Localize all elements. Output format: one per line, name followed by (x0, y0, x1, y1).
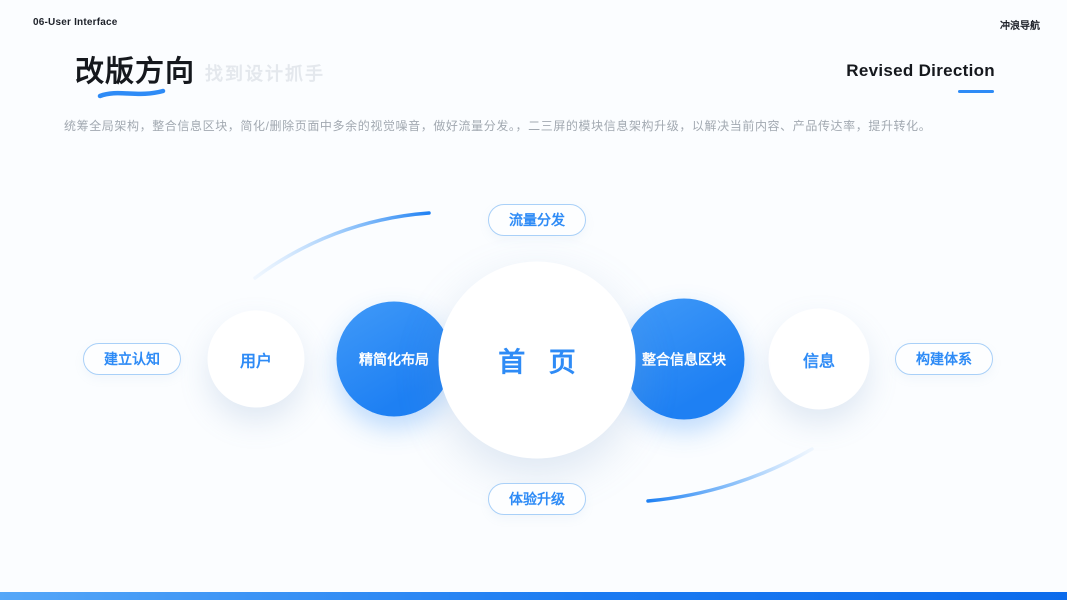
pill-traffic-distribution: 流量分发 (488, 204, 586, 236)
circle-homepage: 首 页 (438, 261, 636, 459)
slide-index-label: 06-User Interface (33, 17, 118, 28)
brand-label: 冲浪导航 (1000, 21, 1040, 32)
circle-integrate-info: 整合信息区块 (623, 298, 745, 420)
page-title-english: Revised Direction (846, 61, 995, 80)
bottom-accent-bar (0, 592, 1067, 600)
page-title-ghost: 找到设计抓手 (205, 64, 325, 84)
arrow-bottom-right (646, 447, 814, 503)
circle-simplify-layout: 精简化布局 (336, 301, 452, 417)
pill-build-system: 构建体系 (895, 343, 993, 375)
arrow-top-left (253, 211, 431, 280)
circle-user: 用户 (207, 310, 305, 408)
pill-build-awareness: 建立认知 (83, 343, 181, 375)
page-title: 改版方向 (75, 56, 196, 88)
title-english-underline (958, 90, 994, 93)
pill-experience-upgrade: 体验升级 (488, 483, 586, 515)
circle-information: 信息 (768, 308, 870, 410)
title-underline-squiggle (97, 88, 166, 99)
page-description: 统筹全局架构，整合信息区块，简化/删除页面中多余的视觉噪音，做好流量分发。，二三… (64, 119, 932, 133)
